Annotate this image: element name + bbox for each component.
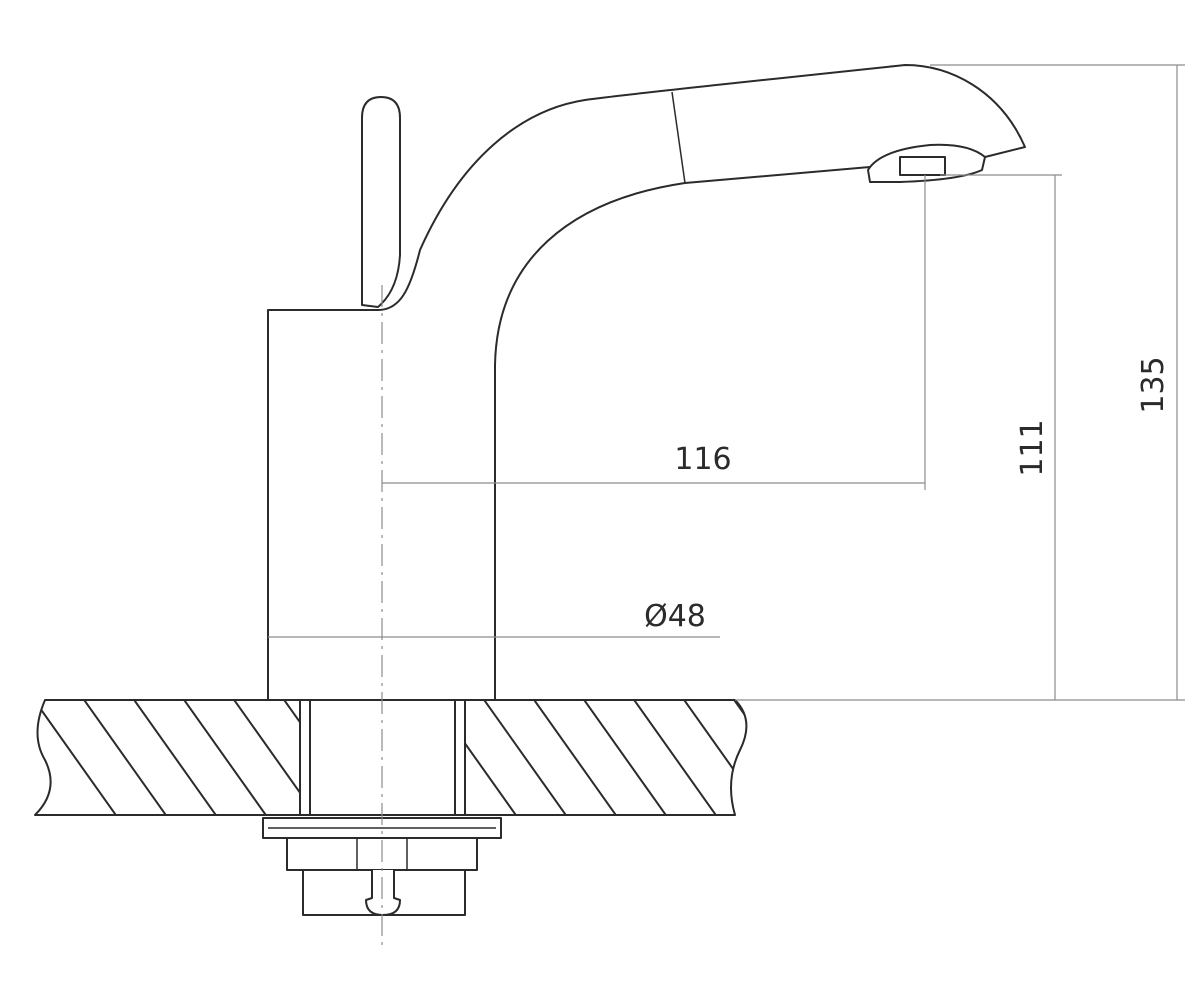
total-height-label: 135 [1136,356,1171,413]
aerator-insert [899,156,946,176]
spout-seam [671,91,686,184]
faucet-body [267,64,1026,701]
countertop-section [34,699,748,816]
lever-handle [361,96,401,308]
supply-hose-connector [365,869,401,916]
dimension-lines [268,64,1185,701]
spout-reach-label: 116 [674,442,731,477]
spout-height-label: 111 [1015,419,1050,476]
base-diameter-label: Ø48 [644,599,706,634]
faucet [267,64,1026,701]
